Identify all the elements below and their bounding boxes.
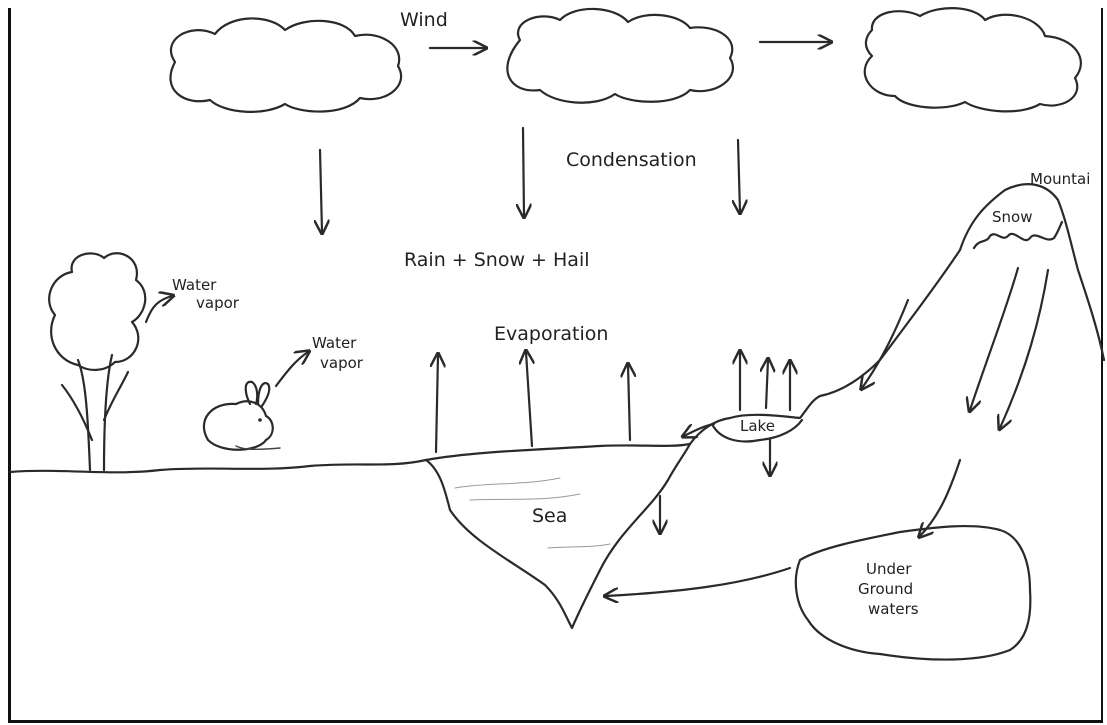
- underground-to-sea-arrow: [606, 566, 792, 596]
- lake-to-sea-arrow: [684, 422, 716, 436]
- underground-label-2: Ground: [858, 580, 913, 598]
- evaporation-arrow-3: [628, 365, 630, 442]
- rabbit-vapor-label-1: Water: [312, 334, 357, 352]
- runoff-arrow-1: [862, 298, 910, 388]
- evaporation-arrow-1: [436, 355, 438, 454]
- rabbit: [202, 380, 281, 451]
- condensation-label: Condensation: [566, 149, 697, 171]
- runoff-arrow-3: [1000, 268, 1050, 428]
- sea: [424, 442, 692, 630]
- underground-label-3: waters: [868, 600, 919, 618]
- rabbit-vapor-label-2: vapor: [320, 354, 364, 372]
- wind-label: Wind: [400, 9, 448, 31]
- cloud-left: [169, 17, 403, 113]
- rain-arrow-2: [523, 126, 524, 216]
- rain-arrow-1: [320, 148, 322, 232]
- snow-label: Snow: [992, 208, 1032, 226]
- lake-evap-2: [766, 360, 768, 410]
- evaporation-arrow-2: [526, 352, 532, 448]
- underground-waters: [794, 524, 1032, 661]
- evaporation-label: Evaporation: [494, 323, 608, 345]
- underground-label-1: Under: [866, 560, 912, 578]
- lake-label: Lake: [740, 417, 775, 435]
- mountain: [818, 183, 1106, 398]
- ground-line: [8, 442, 692, 474]
- runoff-arrow-4: [920, 458, 962, 536]
- tree-vapor-label-2: vapor: [196, 294, 240, 312]
- rain-arrow-3: [738, 138, 740, 212]
- vapor-arrow-tree: [144, 296, 172, 324]
- mountain-label: Mountai: [1030, 170, 1090, 188]
- cloud-right: [863, 7, 1082, 113]
- tree-vapor-label-1: Water: [172, 276, 217, 294]
- snow-cap-line: [972, 220, 1064, 250]
- precipitation-label: Rain + Snow + Hail: [404, 249, 590, 271]
- lake-basin: [710, 418, 804, 443]
- sea-label: Sea: [532, 505, 567, 527]
- tree: [48, 252, 147, 472]
- page-frame: [8, 8, 1103, 723]
- cloud-middle: [506, 7, 734, 104]
- runoff-arrow-2: [970, 266, 1020, 410]
- vapor-arrow-rabbit: [274, 352, 308, 388]
